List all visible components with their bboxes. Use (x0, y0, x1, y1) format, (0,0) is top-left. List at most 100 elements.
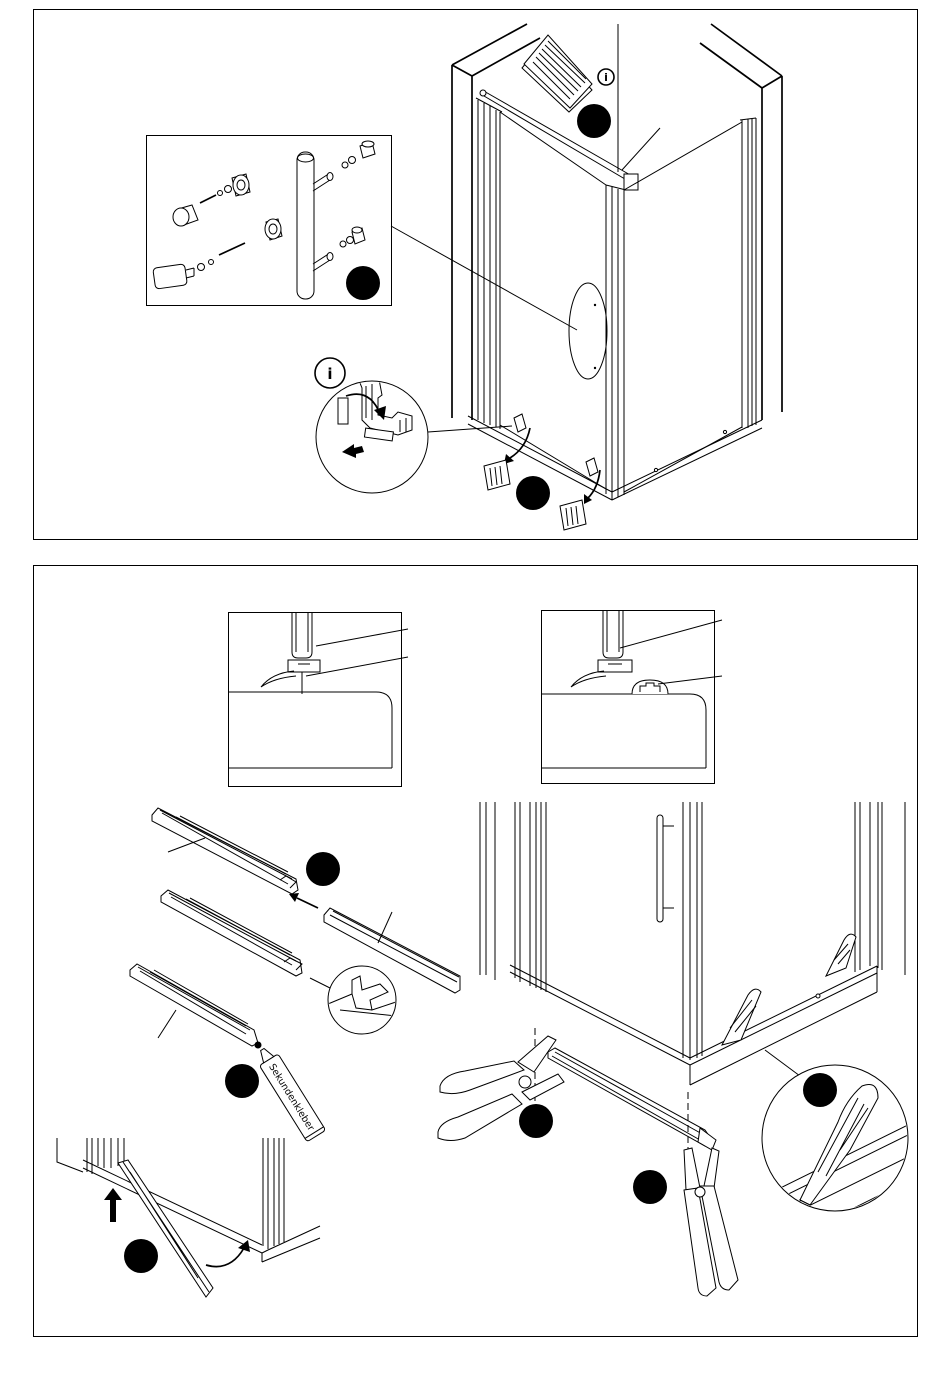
pliers-handle-upper (440, 1061, 524, 1094)
door-glass (500, 112, 606, 489)
handle-brackets (663, 826, 674, 908)
knob-d-stem (186, 268, 194, 278)
clip-body (484, 460, 510, 490)
knob-a-washer (225, 186, 232, 193)
door-handle-outline (569, 283, 607, 379)
step-marker-icon (306, 852, 340, 886)
step-marker-icon (577, 104, 611, 138)
side-panel-profiles (740, 118, 756, 428)
magnifier-detail (310, 966, 396, 1040)
cutter-knife-icon (826, 934, 856, 976)
removed-clip (560, 500, 586, 530)
seal-section-inset-right (542, 611, 723, 784)
profile-leader (158, 1010, 176, 1038)
seal-t-section (288, 660, 320, 672)
new-seal-strip (548, 1048, 712, 1146)
inset-frame (542, 611, 715, 784)
knob-b-face (173, 208, 189, 226)
bracket-pointer-line (622, 128, 660, 170)
profile-body (152, 808, 298, 894)
seal-fitting-scene (438, 802, 905, 1296)
knob-a-washer (218, 191, 223, 196)
info-icon-glyph: i (327, 365, 332, 383)
magnifier-leader (765, 1050, 800, 1076)
door-profile (603, 611, 623, 658)
upper-cap-face (362, 141, 374, 147)
pliers-jaw (704, 1148, 719, 1188)
tray-bump (632, 680, 668, 694)
info-icon: i (315, 358, 345, 388)
left-wall (480, 802, 495, 980)
tray-clip (586, 458, 598, 476)
seal-removal-scene (57, 1138, 320, 1297)
lower-cap-face (352, 227, 362, 233)
knob-a-face (233, 175, 249, 195)
cutter-body (826, 934, 856, 976)
info-icon: i (598, 69, 614, 85)
pliers-handle-lower (438, 1094, 522, 1141)
seal-profile-a (152, 808, 298, 894)
seal-profile-d (130, 964, 262, 1049)
tray-screw (654, 468, 657, 471)
step-marker-icon (516, 476, 550, 510)
inset-frame (229, 613, 402, 787)
step-marker-icon (225, 1064, 259, 1098)
glue-tube-icon: Sekundenkleber (253, 1044, 326, 1142)
pliers-pivot (519, 1076, 531, 1088)
ceiling-support-bar (482, 90, 632, 182)
lower-pin-end (327, 253, 333, 261)
upper-washer (349, 157, 356, 164)
glue-tube-label: Sekundenkleber (266, 1062, 316, 1133)
door-handle (657, 815, 663, 922)
upper-washer (342, 162, 348, 168)
corner-profile (606, 185, 626, 497)
cutter-knife-icon (722, 989, 761, 1045)
seal-fin (261, 671, 296, 687)
pliers-icon (684, 1148, 738, 1296)
magnifier-leader-line (428, 426, 512, 432)
tray-section (542, 694, 706, 768)
pliers-jaw (684, 1148, 700, 1190)
left-wall (57, 1138, 83, 1172)
tray-clip (514, 414, 526, 432)
connecting-pin (219, 243, 245, 255)
pin-washer (209, 260, 214, 265)
support-bar-end-cap (480, 90, 486, 96)
side-panel-glass (624, 122, 742, 492)
lower-washer (347, 237, 354, 244)
magnifier-leader (310, 978, 330, 988)
curved-arrowhead (238, 1240, 250, 1252)
door-profile (292, 613, 312, 658)
handle-hole (594, 304, 596, 306)
shower-tray (468, 416, 762, 500)
corner-profiles (683, 802, 702, 1060)
clip-body (560, 500, 586, 530)
right-profiles (263, 1138, 284, 1249)
bottom-clip-removal (484, 414, 600, 530)
fixed-panel-profiles (476, 98, 502, 429)
handle-hole (594, 367, 596, 369)
insert-arrow-icon (289, 893, 318, 908)
info-icon-glyph: i (604, 71, 608, 84)
step-marker-icon (633, 1170, 667, 1204)
magnifier-detail (316, 374, 428, 493)
right-wall (700, 24, 782, 420)
seal-strip-end-tab (698, 1128, 716, 1150)
seal-t-section (598, 660, 632, 672)
instruction-booklet-icon: i (522, 35, 614, 112)
curved-arrow-icon (206, 1248, 244, 1267)
peeled-seal-lines (123, 1162, 209, 1292)
door-profiles (515, 802, 546, 992)
magnifier-detail (760, 1050, 910, 1240)
knob-d-rectangular (153, 264, 188, 289)
seal-section-inset-left (229, 613, 409, 787)
leader-lines (620, 620, 722, 684)
clip-vertical (338, 398, 348, 424)
pin-washer (198, 264, 205, 271)
support-bar-bracket (624, 174, 638, 190)
seal-fin (571, 671, 606, 687)
tray-screw (723, 430, 726, 433)
knob-c-face (265, 219, 281, 239)
step-marker-icon (803, 1073, 837, 1107)
glue-dot (255, 1042, 262, 1049)
